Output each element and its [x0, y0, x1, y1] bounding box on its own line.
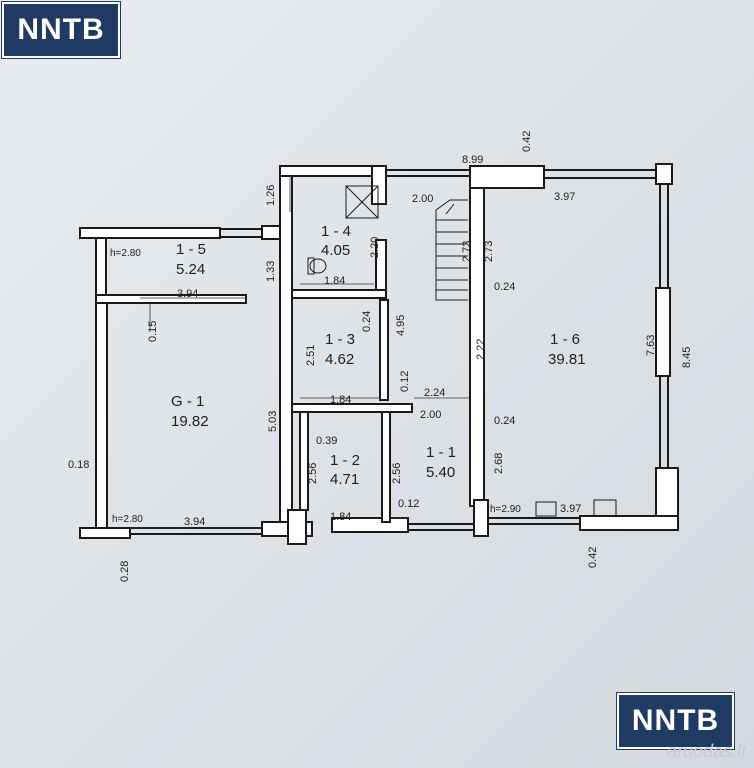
dim-2-56-a: 2.56 [307, 463, 319, 484]
dim-1-26: 1.26 [265, 185, 277, 206]
heights: h=2.80 h=2.80 h=2.90 [110, 248, 521, 525]
dim-lines [130, 176, 470, 529]
wall-top-14 [279, 165, 383, 177]
dim-0-42-bottom: 0.42 [587, 547, 599, 568]
dim-2-22: 2.22 [475, 339, 487, 360]
dim-0-18: 0.18 [68, 459, 89, 471]
dim-3-97-b: 3.97 [560, 503, 581, 515]
wall-between-g1-15 [95, 294, 247, 304]
walls [79, 163, 679, 545]
fixtures [307, 185, 617, 517]
dim-0-28: 0.28 [119, 561, 131, 582]
room-area-1-5: 5.24 [176, 261, 205, 278]
watermark: aruodas.lt [666, 741, 746, 761]
dim-0-39: 0.39 [316, 435, 337, 447]
wall-left-upper [95, 237, 107, 299]
dim-0-24-a: 0.24 [494, 281, 515, 293]
height-1-5: h=2.80 [110, 248, 141, 259]
wall-12-top [291, 403, 413, 413]
shower-fixture [345, 185, 379, 219]
dimensions: 8.99 0.42 1.26 2.00 3.97 2.20 2.73 2.73 … [68, 131, 693, 582]
dim-2-00-b: 2.00 [420, 409, 441, 421]
dim-2-20: 2.20 [369, 237, 381, 258]
nntb-logo-top: NNTB [2, 2, 120, 58]
dim-7-63: 7.63 [645, 335, 657, 356]
room-label-1-5: 1 - 5 [176, 241, 206, 258]
dim-1-84-b: 1.84 [330, 394, 351, 406]
room-label-1-3: 1 - 3 [325, 331, 355, 348]
dim-0-24-c: 0.24 [494, 415, 515, 427]
wall-bottom-11 [473, 499, 489, 537]
wall-bottom-right [579, 515, 679, 531]
room-area-g-1: 19.82 [171, 413, 209, 430]
toilet-fixture [309, 258, 327, 274]
dim-1-84-a: 1.84 [324, 275, 345, 287]
wall-12-left-pillar [299, 411, 309, 511]
dim-0-12-b: 0.12 [398, 498, 419, 510]
room-area-1-1: 5.40 [426, 464, 455, 481]
dim-2-51: 2.51 [305, 345, 317, 366]
staircase [435, 199, 468, 301]
dim-2-73-b: 2.73 [483, 241, 495, 262]
dim-8-99: 8.99 [462, 154, 483, 166]
dim-2-24: 2.24 [424, 387, 445, 399]
room-label-1-2: 1 - 2 [330, 452, 360, 469]
dim-3-97-top: 3.97 [554, 191, 575, 203]
room-area-1-4: 4.05 [321, 242, 350, 259]
wall-stair-post [469, 165, 485, 507]
dim-1-84-c: 1.84 [330, 511, 351, 523]
nntb-logo-bottom: NNTB [617, 693, 734, 749]
dim-2-56-b: 2.56 [391, 463, 403, 484]
dim-0-15: 0.15 [147, 321, 159, 342]
room-label-g-1: G - 1 [171, 393, 204, 410]
wall-top-stub-left [79, 227, 221, 239]
wall-corner-tr [655, 163, 673, 185]
dim-2-73-a: 2.73 [461, 241, 473, 262]
height-1-6: h=2.90 [490, 504, 521, 515]
wall-bottom-left [79, 527, 131, 539]
room-area-1-6: 39.81 [548, 351, 586, 368]
boiler-fixture [593, 499, 617, 517]
wall-left-outer [95, 302, 108, 532]
dim-3-94-b: 3.94 [184, 516, 205, 528]
dim-0-24-b: 0.24 [361, 311, 373, 332]
wall-14-right [371, 165, 387, 205]
dim-2-00-top: 2.00 [412, 193, 433, 205]
wall-top-right [469, 165, 545, 189]
wall-spine [279, 165, 293, 537]
height-g-1: h=2.80 [112, 514, 143, 525]
dim-4-95: 4.95 [395, 315, 407, 336]
room-label-1-4: 1 - 4 [321, 223, 351, 240]
room-area-1-2: 4.71 [330, 471, 359, 488]
dim-5-03: 5.03 [267, 411, 279, 432]
wall-right-pillar [655, 287, 671, 377]
wall-12-right [381, 411, 391, 523]
dim-1-33: 1.33 [265, 261, 277, 282]
dim-2-68: 2.68 [493, 453, 505, 474]
wall-13-right [379, 299, 389, 401]
wall-13-top [291, 289, 387, 299]
dim-0-12-a: 0.12 [399, 371, 411, 392]
dim-0-42-top: 0.42 [521, 131, 533, 152]
room-labels: 1 - 4 4.05 1 - 5 5.24 1 - 3 4.62 1 - 6 3… [171, 223, 586, 488]
dim-8-45: 8.45 [681, 347, 693, 368]
room-area-1-3: 4.62 [325, 351, 354, 368]
dim-3-94-a: 3.94 [177, 288, 198, 300]
room-label-1-6: 1 - 6 [550, 331, 580, 348]
room-label-1-1: 1 - 1 [426, 444, 456, 461]
